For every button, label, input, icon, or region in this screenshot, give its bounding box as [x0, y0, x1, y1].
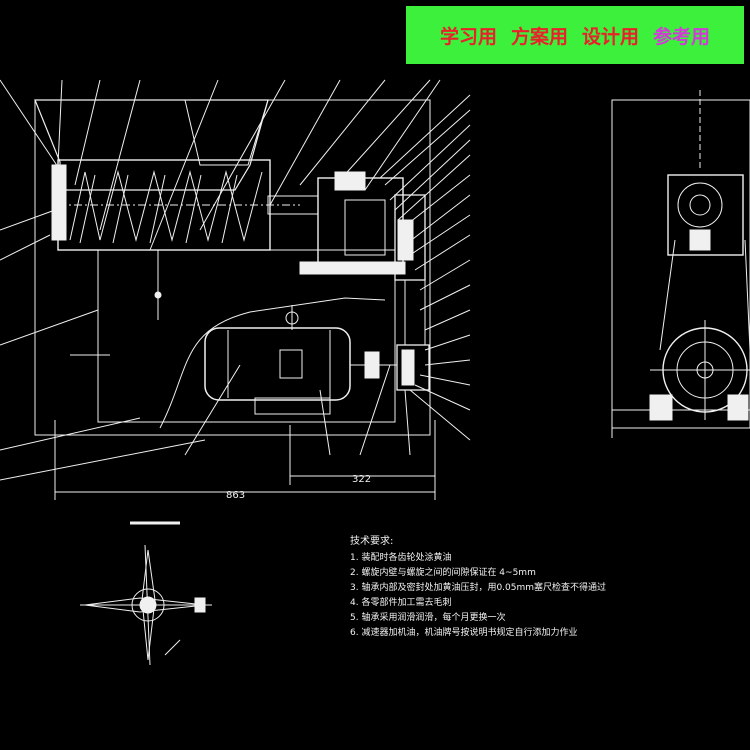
main-assembly-view: 863 322	[0, 79, 471, 501]
dimension-partial: 322	[352, 474, 371, 485]
notes-line-3: 3. 轴承内部及密封处加黄油压封，用0.05mm塞尺检查不得通过	[350, 583, 607, 593]
notes-line-6: 6. 减速器加机油，机油牌号按说明书规定自行添加力作业	[350, 628, 578, 638]
notes-title: 技术要求:	[350, 536, 394, 547]
blade-detail-view	[80, 521, 212, 666]
technical-requirements: 技术要求: 1. 装配时各齿轮处涂黄油 2. 螺旋内壁与螺旋之间的间隙保证在 4…	[350, 532, 740, 641]
side-view	[611, 90, 750, 438]
banner-label-study: 学习用	[439, 25, 497, 48]
watermark-banner: 学习用 方案用 设计用 参考用	[406, 6, 744, 64]
notes-line-2: 2. 螺旋内壁与螺旋之间的间隙保证在 4~5mm	[350, 568, 536, 578]
banner-label-reference: 参考用	[653, 25, 711, 48]
banner-label-plan: 方案用	[510, 25, 568, 48]
notes-line-4: 4. 各零部件加工需去毛刺	[350, 598, 452, 608]
banner-label-design: 设计用	[582, 25, 640, 48]
notes-line-1: 1. 装配时各齿轮处涂黄油	[350, 553, 452, 563]
notes-line-5: 5. 轴承采用润滑润滑，每个月更换一次	[350, 613, 506, 623]
dimension-overall: 863	[226, 490, 245, 501]
